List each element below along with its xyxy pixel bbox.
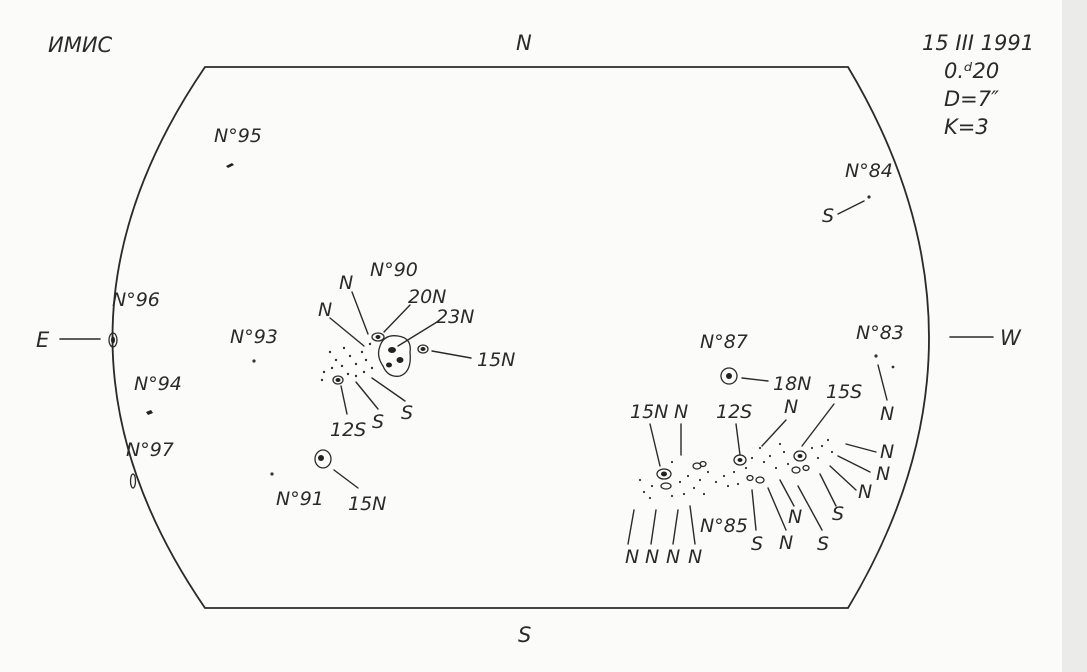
group-87-penumbra [720,367,738,385]
group-90-s-mid: S [372,411,384,433]
group-95-label: N°95 [214,125,262,147]
north-label: N [516,31,532,55]
group-97-label: N°97 [126,439,174,461]
group-93-spot [252,359,256,363]
disk-diameter: D=7″ [944,87,999,111]
observation-date: 15 III 1991 [922,31,1034,55]
group-90-n-left: N [318,299,332,321]
group-84-spot [867,195,871,199]
observatory-label: ИМИС [48,33,113,57]
east-label: E [36,328,50,352]
group-85-s-right: S [832,503,844,525]
group-90-15n: 15N [477,349,515,371]
group-87-label: N°87 [700,331,748,353]
group-90-main-penumbra [377,335,411,377]
group-96-label: N°96 [112,289,160,311]
group-90-leader-23n [397,321,438,347]
group-85-15s: 15S [826,381,862,403]
group-91-penumbra [314,449,332,469]
group-83-spot-1 [874,354,878,358]
group-85-n-right-1: N [880,441,894,463]
group-85-15n: 15N [630,401,668,423]
group-85-leaders [627,403,877,545]
group-90-label: N°90 [370,259,418,281]
group-91-15n: 15N [348,493,386,515]
group-96-penumbra [108,332,118,348]
group-83-n: N [880,403,894,425]
group-90-leader-s-mid [355,381,379,410]
group-85-bottom-n-1: N [625,546,639,568]
group-91-leader [333,469,359,489]
group-85-bottom-n-5: N [779,532,793,554]
group-85-n-top: N [674,401,688,423]
group-90-12s-spot [332,375,344,385]
group-85-n-right-3: N [858,481,872,503]
group-90-leader-s-right [371,377,406,402]
group-84-polarity: S [822,205,834,227]
group-90-20n-umbra [375,335,381,339]
group-85-bottom-n-2: N [645,546,659,568]
quality-coefficient: K=3 [944,115,989,139]
group-90-n-upper: N [339,272,353,294]
group-90-leader-12s [340,385,348,415]
group-91-pore [270,472,274,476]
group-85-n-lower: N [788,506,802,528]
group-87-leader [741,377,769,382]
south-label: S [518,623,531,647]
group-90-20n: 20N [408,286,446,308]
group-90-leader-20n [383,304,411,333]
group-90-12s-umbra [335,378,341,382]
group-90-umbra-2 [396,357,404,363]
group-83-leader [877,364,888,401]
group-85-n-mid: N [784,396,798,418]
group-85-spots [656,450,810,490]
group-90-umbra-1 [388,347,396,353]
group-95-spot [226,163,234,168]
group-84-leader [837,200,865,215]
group-90-s-right: S [401,402,413,424]
group-96-umbra [111,336,115,344]
group-90-umbra-3 [386,362,392,368]
group-97-spot [129,473,137,489]
group-85-bottom-s-2: S [817,533,829,555]
group-91-label: N°91 [276,488,324,510]
group-85-12s: 12S [716,401,752,423]
group-84-label: N°84 [845,160,893,182]
group-90-leader-n-left [329,317,365,347]
group-83-label: N°83 [856,322,904,344]
group-90-20n-spot [371,332,385,342]
group-90-leader-15n [431,350,472,359]
group-90-15n-umbra [420,347,426,351]
group-94-label: N°94 [134,373,182,395]
solar-disk-outline [111,66,930,609]
observation-time: 0.ᵈ20 [944,59,999,83]
west-label: W [1000,326,1022,350]
group-85-bottom-n-3: N [666,546,680,568]
group-85-bottom-s-1: S [751,533,763,555]
group-91-umbra [318,455,324,461]
group-85-n-right-2: N [876,463,890,485]
group-87-umbra [726,373,732,379]
group-90-pores [320,342,374,382]
group-85-bottom-n-4: N [688,546,702,568]
group-90-23n: 23N [436,306,474,328]
page-margin-strip [1062,0,1087,672]
group-85-label: N°85 [700,515,748,537]
group-93-label: N°93 [230,326,278,348]
group-87-18n: 18N [773,373,811,395]
group-85-pores [638,438,834,500]
group-90-15n-spot [417,344,429,354]
group-94-spot [146,410,153,415]
group-83-spot-2 [891,365,895,369]
group-90-12s: 12S [330,419,366,441]
group-90-leader-n-upper [351,291,369,335]
